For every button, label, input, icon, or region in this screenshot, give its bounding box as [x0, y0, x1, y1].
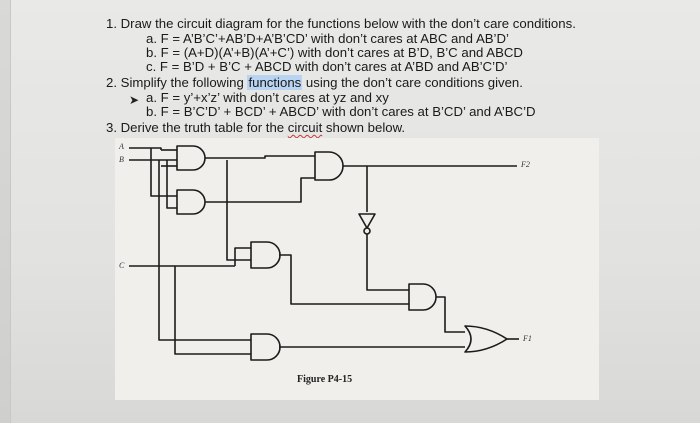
q3-heading-text: 3. Derive the truth table for the — [106, 120, 288, 135]
and-gate-1 — [176, 145, 206, 171]
document-photo: 1. Draw the circuit diagram for the func… — [10, 0, 700, 423]
question-2-heading: 2. Simplify the following functions usin… — [106, 75, 523, 90]
question-1-heading: 1. Draw the circuit diagram for the func… — [106, 16, 576, 31]
spellcheck-word: circuit — [287, 120, 323, 135]
circuit-figure: A B C F2 F1 Figure P4-15 — [115, 138, 599, 400]
output-label-f2: F2 — [521, 160, 530, 169]
question-2a: a. F = y’+x’z’ with don’t cares at yz an… — [146, 90, 389, 105]
and-gate-2 — [176, 189, 206, 215]
inverter-bubble — [363, 227, 371, 235]
question-1c: c. F = B’D + B’C + ABCD with don’t cares… — [146, 59, 508, 74]
question-1a: a. F = A’B’C’+AB’D+A’B’CD’ with don’t ca… — [146, 31, 509, 46]
or-gate-f1 — [464, 325, 508, 353]
highlighted-word: functions — [247, 75, 303, 90]
input-label-b: B — [119, 155, 124, 164]
q2-heading-text: 2. Simplify the following — [106, 75, 248, 90]
and-gate-4 — [408, 283, 437, 311]
output-label-f1: F1 — [523, 334, 532, 343]
q3-heading-text-end: shown below. — [322, 120, 406, 135]
input-label-c: C — [119, 261, 125, 270]
and-gate-5 — [250, 333, 281, 361]
input-label-a: A — [119, 142, 124, 151]
and-gate-3 — [250, 241, 281, 269]
inverter-gate — [358, 213, 376, 229]
and-gate-f2 — [314, 151, 344, 181]
figure-caption: Figure P4-15 — [297, 374, 353, 385]
question-2b: b. F = B’C’D’ + BCD’ + ABCD’ with don’t … — [146, 104, 536, 119]
wire-a — [129, 147, 162, 150]
question-3-heading: 3. Derive the truth table for the circui… — [106, 120, 405, 135]
q2-heading-text-end: using the don’t care conditions given. — [302, 75, 523, 90]
question-1b: b. F = (A+D)(A’+B)(A’+C’) with don’t car… — [146, 45, 523, 60]
pointer-icon: ➤ — [129, 93, 140, 107]
logic-circuit-diagram — [129, 145, 519, 361]
